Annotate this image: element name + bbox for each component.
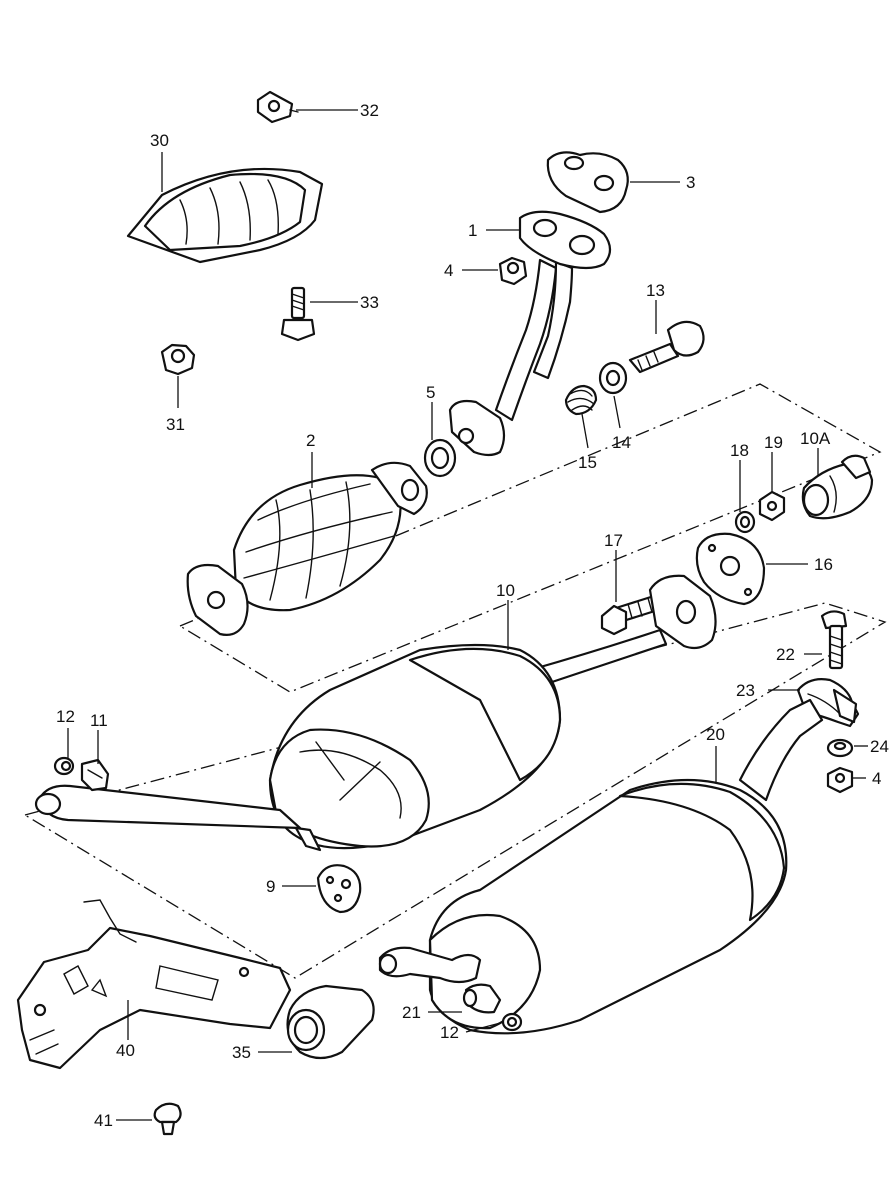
- callout-12-upper: 12: [56, 707, 75, 726]
- callout-1: 1: [468, 221, 477, 240]
- callout-22: 22: [776, 645, 795, 664]
- heat-shield-part-40: [16, 899, 292, 1070]
- callout-4-upper: 4: [444, 261, 453, 280]
- callout-41: 41: [94, 1111, 113, 1130]
- clamp-part-23: [796, 678, 860, 728]
- callout-4-lower: 4: [872, 769, 881, 788]
- bolt-part-13: [628, 320, 705, 374]
- callout-31: 31: [166, 415, 185, 434]
- callout-16: 16: [814, 555, 833, 574]
- catalytic-converter-part-2: [186, 461, 428, 636]
- callout-9: 9: [266, 877, 275, 896]
- callout-11: 11: [90, 711, 108, 730]
- washer-part-24: [826, 738, 854, 758]
- leader-lines: [67, 109, 868, 1121]
- nut-part-4-upper: [498, 256, 528, 286]
- washer-part-14: [598, 361, 628, 395]
- center-muffler-part-10: [34, 574, 717, 852]
- callout-19: 19: [764, 433, 783, 452]
- rear-muffler-part-20: [378, 698, 824, 1035]
- spring-part-15: [564, 384, 598, 416]
- callout-23: 23: [736, 681, 755, 700]
- clip-part-41: [153, 1102, 182, 1136]
- spring-washer-part-18: [734, 510, 756, 534]
- callout-20: 20: [706, 725, 725, 744]
- callout-21: 21: [402, 1003, 421, 1022]
- callout-5: 5: [426, 383, 435, 402]
- callout-24: 24: [870, 737, 889, 756]
- bolt-part-17: [600, 594, 660, 636]
- rubber-mounting-part-9: [316, 864, 362, 914]
- callout-18: 18: [730, 441, 749, 460]
- callout-3: 3: [686, 173, 695, 192]
- callout-10a: 10A: [800, 429, 831, 448]
- clip-part-32: [256, 90, 299, 124]
- callout-10: 10: [496, 581, 515, 600]
- tailpipe-trim-part-35: [286, 984, 375, 1060]
- bolt-part-33: [280, 286, 316, 342]
- sealing-ring-part-5: [423, 438, 457, 478]
- callout-12-lower: 12: [440, 1023, 459, 1042]
- flange-nut-part-31: [160, 343, 196, 376]
- callout-14: 14: [612, 433, 631, 452]
- callout-15: 15: [578, 453, 597, 472]
- callout-17: 17: [604, 531, 623, 550]
- nut-part-4-lower: [826, 766, 854, 794]
- callout-labels: 32 30 3 1 4 33 13 5 31 2 14 15 18 19 10A…: [56, 101, 889, 1130]
- heat-shield-part-30: [126, 167, 324, 264]
- front-pipe-part-1: [448, 210, 612, 457]
- nut-part-19: [758, 490, 786, 522]
- rubber-part-21: [462, 983, 502, 1014]
- callout-13: 13: [646, 281, 665, 300]
- group-outline-front: [178, 383, 882, 693]
- callout-40: 40: [116, 1041, 135, 1060]
- callout-30: 30: [150, 131, 169, 150]
- bolt-part-22: [820, 610, 848, 670]
- gasket-part-16: [695, 532, 766, 606]
- callout-32: 32: [360, 101, 379, 120]
- gasket-part-3: [546, 151, 629, 214]
- hanger-part-11: [80, 758, 110, 792]
- callout-2: 2: [306, 431, 315, 450]
- rubber-ring-part-12-lower: [501, 1012, 523, 1032]
- rubber-ring-part-12-upper: [53, 756, 75, 776]
- clamp-sleeve-part-10a: [801, 454, 874, 520]
- callout-35: 35: [232, 1043, 251, 1062]
- callout-33: 33: [360, 293, 379, 312]
